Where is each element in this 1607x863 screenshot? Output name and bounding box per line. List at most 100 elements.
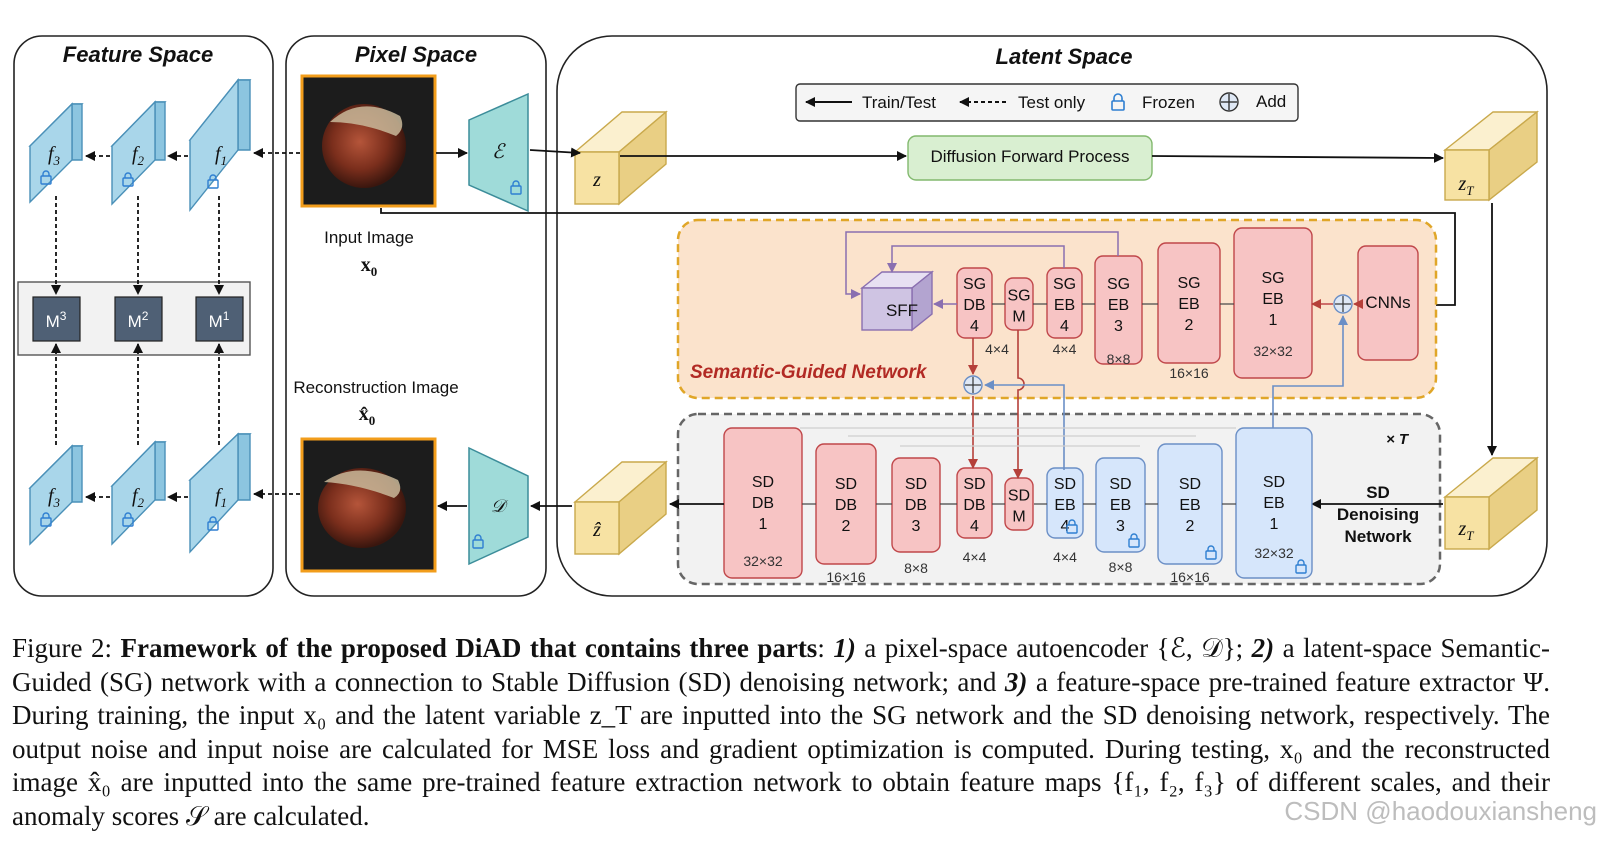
decoder: 𝒟	[468, 446, 529, 566]
svg-text:SFF: SFF	[886, 301, 918, 320]
lock-icon	[1111, 93, 1125, 111]
feature-space-title: Feature Space	[63, 42, 213, 67]
block-label: M	[1012, 309, 1025, 326]
caption-part-1: 1)	[833, 633, 856, 663]
lock-icon	[1128, 533, 1140, 548]
block-label: SD	[1263, 474, 1285, 491]
input-image	[300, 74, 437, 208]
latent-space-title: Latent Space	[996, 44, 1133, 69]
resolution-label: 16×16	[1169, 365, 1209, 381]
block-label: 2	[842, 518, 851, 535]
block-label: DB	[752, 495, 774, 512]
svg-text:f3: f3	[48, 143, 61, 168]
resolution-label: 8×8	[1107, 351, 1131, 367]
block-label: EB	[1262, 291, 1283, 308]
sd-blocks: SDDB132×32SDDB216×16SDDB38×8SDDB44×4SDMS…	[723, 427, 1313, 585]
feature-maps-top: f3 f2 f1	[28, 78, 252, 212]
sg-block-2: SG M	[1004, 277, 1034, 331]
block-label: EB	[1054, 297, 1075, 314]
block-label: EB	[1179, 497, 1200, 514]
legend-train-test: Train/Test	[862, 93, 936, 112]
caption-text-4: a feature-space pre-trained feature extr…	[12, 666, 1550, 831]
block-label: SD	[1179, 476, 1201, 493]
latent-z-hat-cube: ẑ	[573, 460, 668, 556]
reconstruction-image	[300, 437, 437, 573]
feature-maps-bottom: f3 f2 f1	[28, 432, 252, 554]
svg-text:ẑ: ẑ	[592, 519, 601, 541]
block-label: M	[1012, 509, 1025, 526]
sg-block-1: SG DB 4 4×4	[956, 267, 1009, 357]
sg-blocks: SGDB44×4SGMSGEB44×4SGEB38×8SGEB216×16SGE…	[956, 227, 1313, 381]
input-image-label: Input Image	[324, 228, 414, 247]
figure-caption: Figure 2: Framework of the proposed DiAD…	[12, 632, 1550, 833]
block-label: EB	[1108, 297, 1129, 314]
anomaly-map-m1: M1	[195, 296, 244, 342]
lock-icon	[1066, 519, 1078, 534]
legend: Train/Test Test only Frozen Add	[795, 83, 1299, 122]
block-label: 3	[1116, 518, 1125, 535]
block-label: SG	[1007, 288, 1030, 305]
block-label: DB	[835, 497, 857, 514]
block-label: 4	[1061, 518, 1070, 535]
block-label: 4	[1060, 318, 1069, 335]
block-label: SD	[1054, 476, 1076, 493]
lock-icon	[510, 180, 522, 195]
caption-text-3: a latent-space Semantic-Guided (SG) netw…	[12, 633, 1550, 697]
svg-text:ℰ: ℰ	[492, 141, 506, 163]
resolution-label: 32×32	[743, 553, 783, 569]
block-label: SG	[963, 276, 986, 293]
resolution-label: 8×8	[1109, 559, 1133, 575]
sd-network-label-line1: SD	[1366, 483, 1390, 502]
block-label: EB	[1178, 296, 1199, 313]
block-label: SD	[1008, 488, 1030, 505]
block-label: SD	[963, 476, 985, 493]
lock-icon	[1295, 559, 1307, 574]
legend-frozen: Frozen	[1142, 93, 1195, 112]
resolution-label: 4×4	[985, 341, 1009, 357]
watermark: CSDN @haodouxiansheng	[1282, 796, 1599, 827]
block-label: 3	[912, 518, 921, 535]
block-label: 1	[759, 516, 768, 533]
resolution-label: 16×16	[1170, 569, 1210, 585]
block-label: 2	[1186, 518, 1195, 535]
cnns-block: CNNs	[1357, 245, 1419, 361]
caption-bold-title: Framework of the proposed DiAD that cont…	[120, 633, 818, 663]
latent-zt-cube-bottom: zT	[1443, 456, 1539, 551]
block-label: 2	[1185, 317, 1194, 334]
diffusion-forward-process-box	[907, 135, 1153, 181]
block-label: EB	[1263, 495, 1284, 512]
feature-map-f2-bottom: f2	[110, 440, 167, 546]
resolution-label: 32×32	[1254, 545, 1294, 561]
resolution-label: 32×32	[1253, 343, 1293, 359]
svg-text:f3: f3	[48, 485, 61, 510]
block-label: EB	[1110, 497, 1131, 514]
block-label: SD	[905, 476, 927, 493]
caption-figure-number: Figure 2:	[12, 633, 121, 663]
block-label: DB	[963, 497, 985, 514]
block-label: DB	[963, 297, 985, 314]
block-label: EB	[1054, 497, 1075, 514]
feature-map-f3-top: f3	[28, 102, 84, 204]
add-icon	[1219, 92, 1239, 112]
caption-text-2: a pixel-space autoencoder {ℰ, 𝒟};	[855, 633, 1252, 663]
legend-test-only: Test only	[1018, 93, 1086, 112]
block-label: SG	[1261, 270, 1284, 287]
block-label: 1	[1269, 312, 1278, 329]
encoder: ℰ	[468, 92, 529, 213]
sff-block: SFF	[860, 270, 934, 332]
latent-z-cube: z	[573, 110, 668, 206]
block-label: SD	[835, 476, 857, 493]
svg-text:CNNs: CNNs	[1365, 293, 1410, 312]
add-icon-middle	[963, 375, 983, 395]
svg-text:f2: f2	[132, 143, 145, 168]
add-icon-sg	[1333, 294, 1353, 314]
svg-text:zT: zT	[1457, 518, 1474, 543]
block-label: 3	[1114, 318, 1123, 335]
block-label: 4	[970, 318, 979, 335]
block-label: SD	[1109, 476, 1131, 493]
